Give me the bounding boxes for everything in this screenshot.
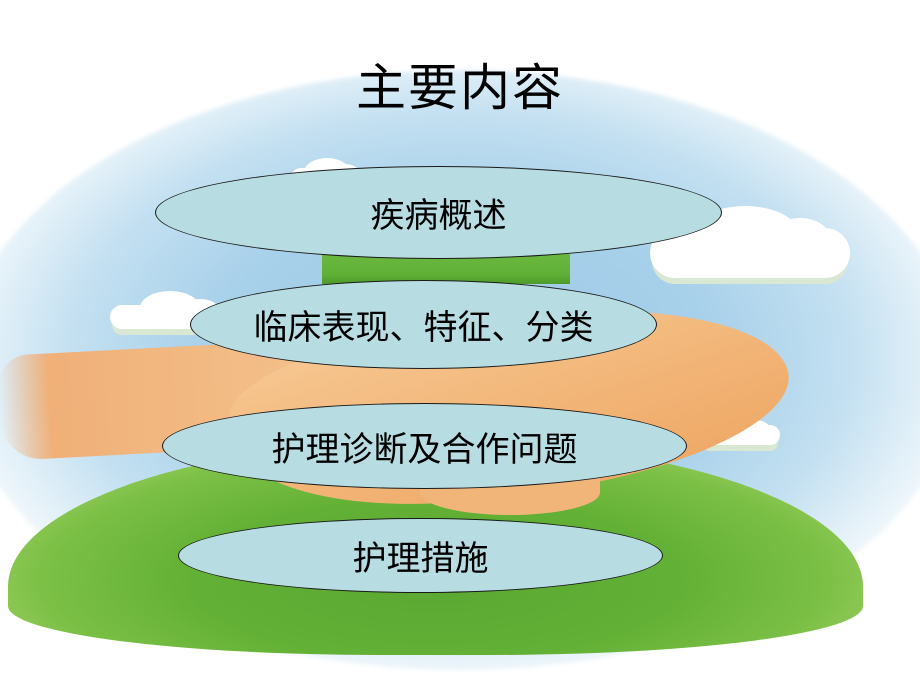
content-item-label: 临床表现、特征、分类 [253,308,594,348]
content-item-label: 护理诊断及合作问题 [271,429,578,470]
content-item-label: 疾病概述 [370,196,507,236]
green-stem-illustration [322,254,570,284]
content-item-label: 护理措施 [352,539,489,579]
content-item-nursing-measures[interactable]: 护理措施 [178,518,663,593]
slide-title: 主要内容 [356,59,564,117]
content-item-clinical-features[interactable]: 临床表现、特征、分类 [190,280,657,369]
content-item-nursing-diagnosis[interactable]: 护理诊断及合作问题 [162,403,687,489]
content-item-disease-overview[interactable]: 疾病概述 [155,166,722,259]
